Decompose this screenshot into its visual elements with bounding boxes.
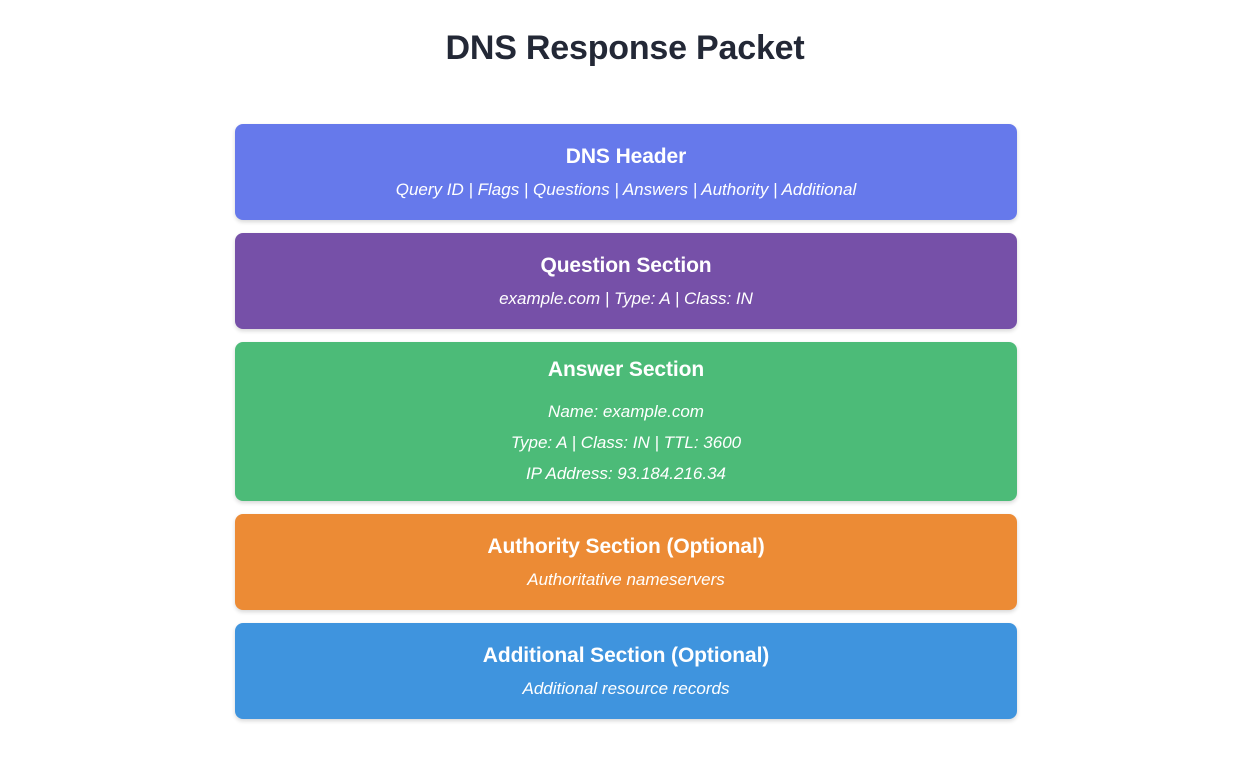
packet-block-dns-header: DNS Header Query ID | Flags | Questions …: [235, 124, 1017, 220]
packet-block-title: Question Section: [540, 254, 712, 277]
packet-block-title: DNS Header: [565, 145, 687, 168]
packet-block-detail-line: Additional resource records: [522, 679, 730, 698]
page-title: DNS Response Packet: [445, 29, 805, 67]
packet-block-stack: DNS Header Query ID | Flags | Questions …: [235, 124, 1017, 719]
packet-block-detail-line: example.com | Type: A | Class: IN: [499, 289, 753, 308]
packet-block-detail-lines: Name: example.com Type: A | Class: IN | …: [511, 396, 741, 489]
packet-block-title: Answer Section: [547, 357, 705, 381]
packet-block-authority-section: Authority Section (Optional) Authoritati…: [235, 514, 1017, 610]
packet-block-detail-lines: Additional resource records: [523, 677, 730, 701]
packet-block-additional-section: Additional Section (Optional) Additional…: [235, 623, 1017, 719]
packet-block-detail-line: IP Address: 93.184.216.34: [525, 463, 727, 483]
packet-block-detail-lines: Query ID | Flags | Questions | Answers |…: [396, 178, 857, 202]
packet-block-answer-section: Answer Section Name: example.com Type: A…: [235, 342, 1017, 501]
packet-block-title: Authority Section (Optional): [487, 535, 765, 558]
packet-block-title: Additional Section (Optional): [482, 644, 770, 667]
packet-block-detail-lines: Authoritative nameservers: [527, 568, 724, 592]
packet-block-detail-lines: example.com | Type: A | Class: IN: [499, 287, 753, 311]
packet-block-detail-line: Name: example.com: [548, 401, 704, 421]
packet-block-detail-line: Query ID | Flags | Questions | Answers |…: [395, 180, 857, 199]
packet-block-detail-line: Type: A | Class: IN | TTL: 3600: [510, 432, 742, 452]
packet-block-question-section: Question Section example.com | Type: A |…: [235, 233, 1017, 329]
packet-block-detail-line: Authoritative nameservers: [527, 570, 725, 589]
